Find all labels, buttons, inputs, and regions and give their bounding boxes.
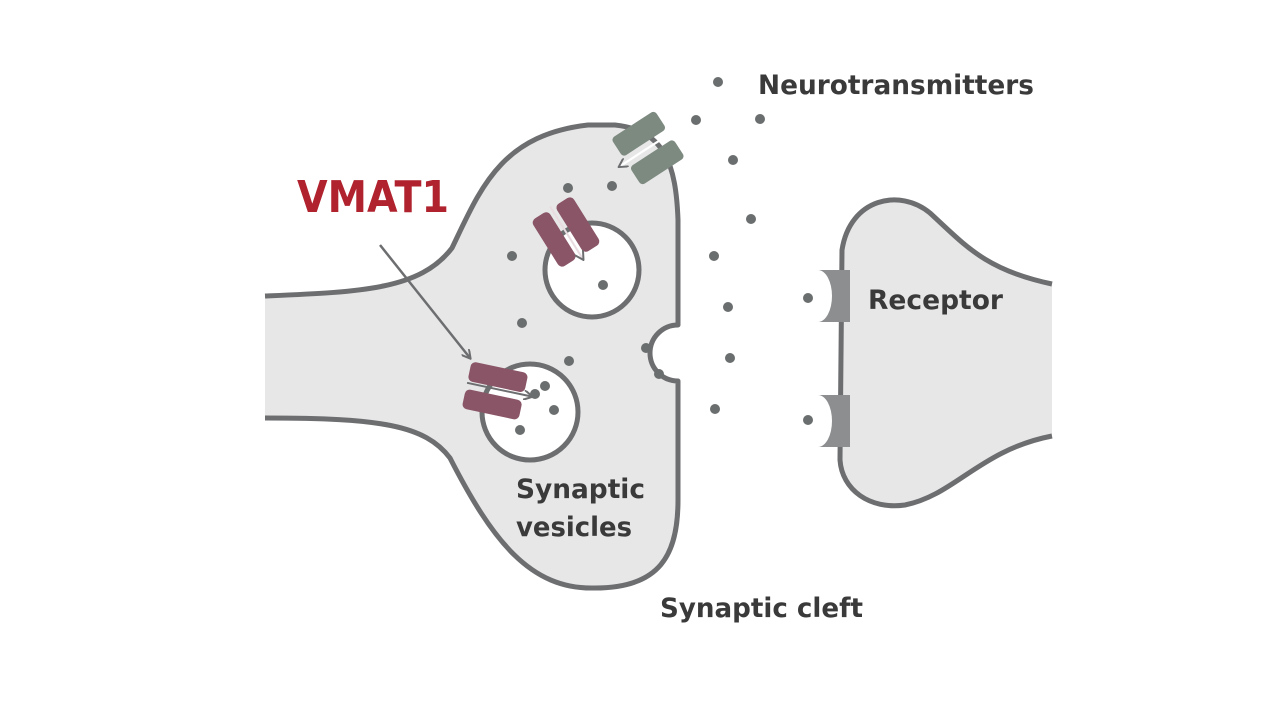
neurotransmitter-dot-icon: [755, 114, 765, 124]
vmat1-pointer-arrow: [379, 244, 470, 358]
vmat1-transporter-icon: [462, 362, 537, 420]
neurotransmitter-dot-icon: [728, 155, 738, 165]
neurotransmitter-dot-icon: [540, 381, 550, 391]
neurotransmitter-dot-icon: [530, 389, 540, 399]
neurotransmitter-dot-icon: [725, 353, 735, 363]
neurotransmitter-dot-icon: [598, 280, 608, 290]
reuptake-transporter-icon: [612, 111, 684, 185]
neurotransmitter-dot-icon: [515, 425, 525, 435]
neurotransmitter-dot-icon: [654, 369, 664, 379]
neurotransmitter-dot-icon: [564, 356, 574, 366]
neurotransmitter-dot-icon: [549, 405, 559, 415]
neurotransmitter-dot-icon: [709, 251, 719, 261]
neurotransmitter-dot-icon: [723, 302, 733, 312]
label-synaptic-vesicles-line2: vesicles: [516, 512, 632, 543]
label-neurotransmitters: Neurotransmitters: [758, 70, 1034, 101]
neurotransmitters: [507, 77, 813, 435]
neurotransmitter-dot-icon: [803, 293, 813, 303]
neurotransmitter-dot-icon: [713, 77, 723, 87]
neurotransmitter-dot-icon: [517, 318, 527, 328]
label-vmat1: VMAT1: [297, 172, 449, 223]
neurotransmitter-dot-icon: [563, 183, 573, 193]
postsynaptic-neuron: [837, 197, 1053, 509]
neurotransmitter-dot-icon: [607, 181, 617, 191]
receptor-icon: [818, 270, 850, 322]
neurotransmitter-dot-icon: [746, 214, 756, 224]
neurotransmitter-dot-icon: [803, 415, 813, 425]
label-synaptic-vesicles-line1: Synaptic: [516, 474, 645, 505]
neurotransmitter-dot-icon: [507, 251, 517, 261]
neurotransmitter-dot-icon: [710, 404, 720, 414]
vmat1-transporter-icon: [532, 197, 600, 267]
receptor-icon: [818, 395, 850, 447]
neurotransmitter-dot-icon: [641, 343, 651, 353]
label-receptor: Receptor: [868, 285, 1004, 316]
label-synaptic-cleft: Synaptic cleft: [660, 593, 863, 624]
neurotransmitter-dot-icon: [691, 115, 701, 125]
